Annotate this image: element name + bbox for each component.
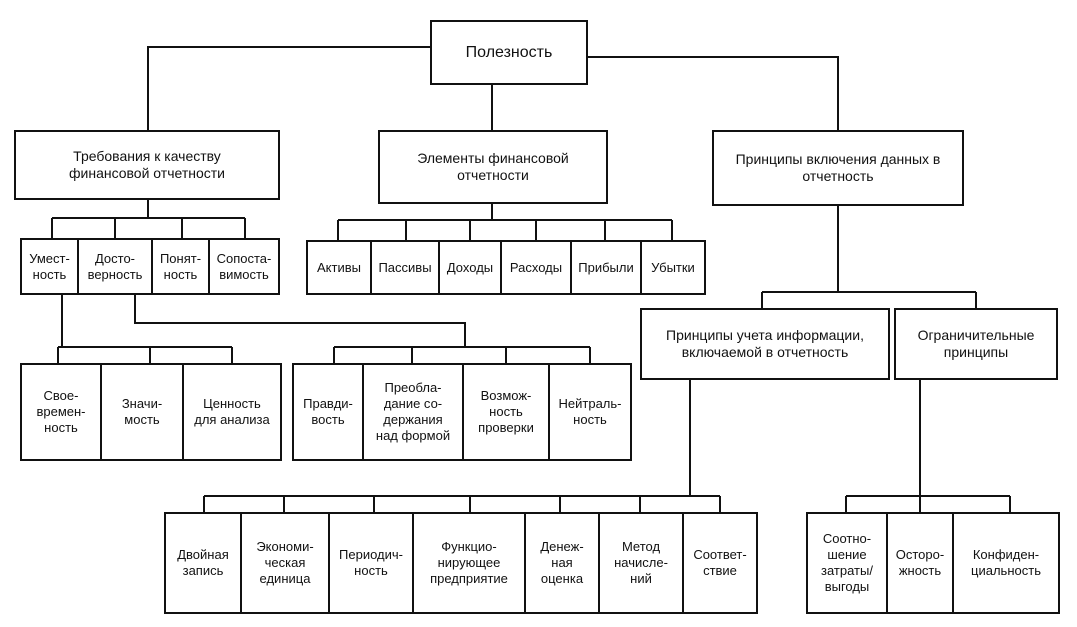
going-concern-box: Функцио- нирующее предприятие	[412, 512, 526, 614]
assets-box: Активы	[306, 240, 372, 295]
accounting-principles-box: Принципы учета информации, включаемой в …	[640, 308, 890, 380]
economic-unit-box: Экономи- ческая единица	[240, 512, 330, 614]
faithfulness-box: Правди- вость	[292, 363, 364, 461]
timeliness-box: Свое- времен- ность	[20, 363, 102, 461]
understandability-box: Понят- ность	[151, 238, 210, 295]
monetary-measurement-box: Денеж- ная оценка	[524, 512, 600, 614]
accrual-method-box: Метод начисле- ний	[598, 512, 684, 614]
verifiability-box: Возмож- ность проверки	[462, 363, 550, 461]
financial-elements-box: Элементы финансовой отчетности	[378, 130, 608, 204]
materiality-box: Значи- мость	[100, 363, 184, 461]
reliability-box: Досто- верность	[77, 238, 153, 295]
matching-box: Соответ- ствие	[682, 512, 758, 614]
profits-box: Прибыли	[570, 240, 642, 295]
comparability-box: Сопоста- вимость	[208, 238, 280, 295]
prudence-box: Осторо- жность	[886, 512, 954, 614]
inclusion-principles-box: Принципы включения данных в отчетность	[712, 130, 964, 206]
confidentiality-box: Конфиден- циальность	[952, 512, 1060, 614]
quality-requirements-box: Требования к качеству финансовой отчетно…	[14, 130, 280, 200]
income-box: Доходы	[438, 240, 502, 295]
expenses-box: Расходы	[500, 240, 572, 295]
cost-benefit-box: Соотно- шение затраты/ выгоды	[806, 512, 888, 614]
substance-over-form-box: Преобла- дание со- держания над формой	[362, 363, 464, 461]
usefulness-box: Полезность	[430, 20, 588, 85]
analytical-value-box: Ценность для анализа	[182, 363, 282, 461]
double-entry-box: Двойная запись	[164, 512, 242, 614]
relevance-box: Умест- ность	[20, 238, 79, 295]
neutrality-box: Нейтраль- ность	[548, 363, 632, 461]
constraint-principles-box: Ограничительные принципы	[894, 308, 1058, 380]
periodicity-box: Периодич- ность	[328, 512, 414, 614]
liabilities-box: Пассивы	[370, 240, 440, 295]
losses-box: Убытки	[640, 240, 706, 295]
